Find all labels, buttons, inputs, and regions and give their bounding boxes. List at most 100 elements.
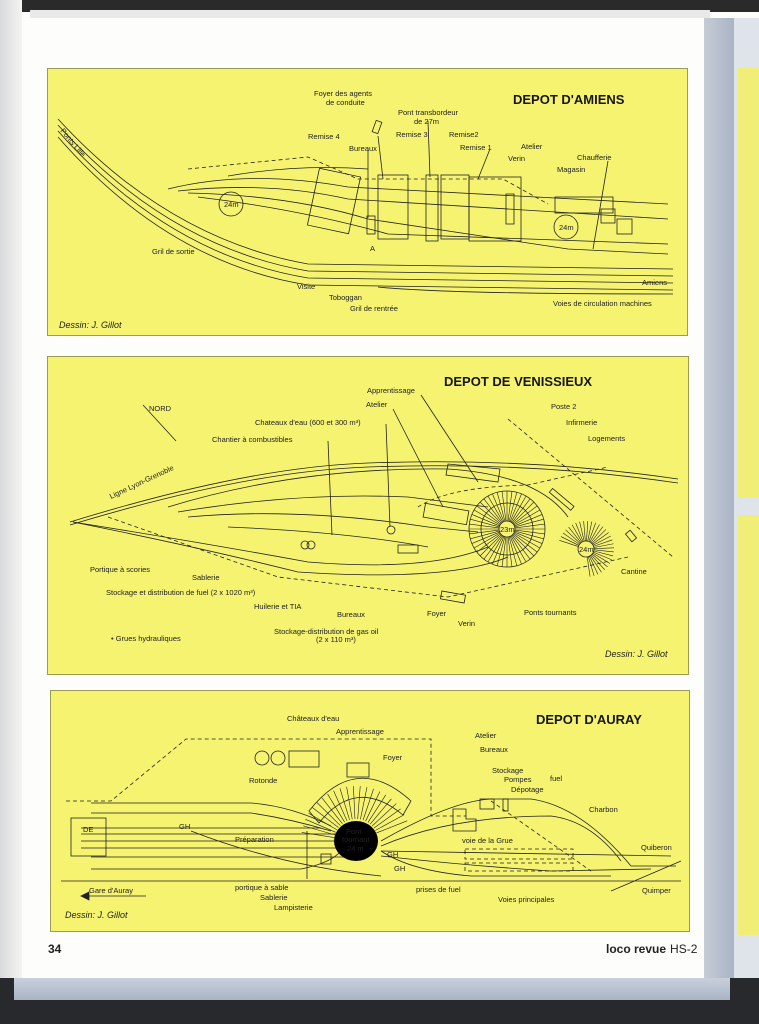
turntable-ray	[509, 493, 522, 522]
ray-lines	[469, 491, 614, 577]
turntable-ray	[375, 814, 405, 831]
credit: Dessin: J. Gillot	[59, 320, 122, 330]
label: prises de fuel	[416, 885, 461, 894]
turntable-ray	[589, 524, 600, 543]
turntable-ray	[473, 509, 501, 526]
scan-edge-left	[0, 0, 22, 1024]
turntable-ray	[301, 832, 335, 838]
venissieux-track-plan: DEPOT DE VENISSIEUX 23m 24m NORD Apprent…	[69, 374, 679, 659]
label: 24 m	[347, 844, 364, 853]
turntable-ray	[583, 521, 586, 542]
label: GH	[179, 822, 190, 831]
turntable-ray	[305, 819, 336, 833]
turntable-ray	[514, 518, 544, 528]
turntable-ray	[509, 536, 522, 565]
turntable-ray	[339, 788, 350, 821]
label: de 27m	[414, 117, 439, 126]
label: Pont transbordeur	[398, 108, 459, 117]
turntable-ray	[476, 505, 501, 525]
turntable-ray	[473, 532, 501, 549]
scan-edge	[30, 10, 710, 18]
turntable-ray	[487, 495, 504, 523]
turntable-ray	[512, 534, 535, 557]
turntable-ray	[513, 533, 538, 553]
turntable-ray	[575, 522, 584, 542]
turntable-ray	[333, 790, 348, 822]
label: Chaufferie	[577, 153, 611, 162]
label: Quiberon	[641, 843, 672, 852]
label: Voies principales	[498, 895, 555, 904]
label: Cantine	[621, 567, 647, 576]
turntable-ray	[357, 786, 361, 820]
label: portique à sable	[235, 883, 288, 892]
turntable-ray	[593, 543, 614, 548]
turntable-ray	[321, 797, 343, 824]
turntable-ray	[501, 491, 507, 522]
turntable-ray	[514, 514, 543, 527]
label: de conduite	[326, 98, 365, 107]
label: Poste 2	[551, 402, 576, 411]
label: Pompes	[504, 775, 532, 784]
turntable-ray	[470, 518, 500, 528]
turntable-ray	[514, 529, 545, 535]
diagram-title: DEPOT D'AMIENS	[513, 92, 625, 107]
credit: Dessin: J. Gillot	[65, 910, 128, 920]
label: Dépotage	[511, 785, 544, 794]
turntable-ray	[470, 530, 500, 540]
label: Remise 3	[396, 130, 428, 139]
turntable-ray	[373, 808, 401, 829]
turntable-ray	[303, 825, 335, 836]
label: Bureaux	[349, 144, 377, 153]
label: GH	[387, 850, 398, 859]
turntable-ray	[513, 532, 541, 549]
label: Bureaux	[337, 610, 365, 619]
next-page-panel	[738, 515, 759, 935]
turntable-ray	[559, 540, 579, 547]
page-gutter	[704, 18, 734, 978]
label: Atelier	[475, 731, 497, 740]
turntable-ray	[511, 498, 531, 523]
turntable-ray	[593, 550, 614, 557]
label: Gril de rentrée	[350, 304, 398, 313]
turntable-ray	[312, 807, 339, 828]
turntable-ray	[593, 549, 614, 553]
turntable-ray	[353, 786, 356, 820]
diagram-depot-venissieux: DEPOT DE VENISSIEUX 23m 24m NORD Apprent…	[47, 356, 689, 675]
turntable-ray	[327, 793, 345, 823]
turntable-ray	[592, 532, 609, 545]
label: GH	[394, 864, 405, 873]
turntable-ray	[591, 553, 608, 568]
label: voie de la Grue	[462, 836, 513, 845]
turntable-ray	[590, 526, 604, 543]
label: Infirmerie	[566, 418, 597, 427]
label: Bureaux	[480, 745, 508, 754]
turntable-ray	[591, 554, 605, 571]
turntable-ray	[587, 521, 593, 542]
label: Pont	[346, 827, 362, 836]
label: Lampisterie	[274, 903, 313, 912]
turntable-ray	[469, 523, 500, 529]
turntable-ray	[507, 536, 513, 567]
label: Ponts tournants	[524, 608, 577, 617]
turntable-ray	[588, 556, 595, 576]
label: Visite	[297, 282, 315, 291]
turntable-ray	[588, 522, 597, 542]
diagram-depot-auray: DEPOT D'AURAY Châteaux d'eau Apprentissa…	[50, 690, 690, 932]
label: Atelier	[366, 400, 388, 409]
turntable-ray	[514, 531, 543, 544]
scan-edge	[14, 978, 730, 1000]
label: Portique à scories	[90, 565, 150, 574]
label: Apprentissage	[336, 727, 384, 736]
credit: Dessin: J. Gillot	[605, 649, 668, 659]
turntable-ray	[471, 514, 500, 527]
label: Gare d'Auray	[89, 886, 133, 895]
label: Foyer	[383, 753, 403, 762]
turntable-ray	[593, 547, 614, 549]
label: Foyer des agents	[314, 89, 372, 98]
label: Remise2	[449, 130, 479, 139]
label: Préparation	[235, 835, 274, 844]
label: tournant	[342, 835, 370, 844]
turntable-ray	[508, 536, 518, 566]
label: Huilerie et TIA	[254, 602, 301, 611]
